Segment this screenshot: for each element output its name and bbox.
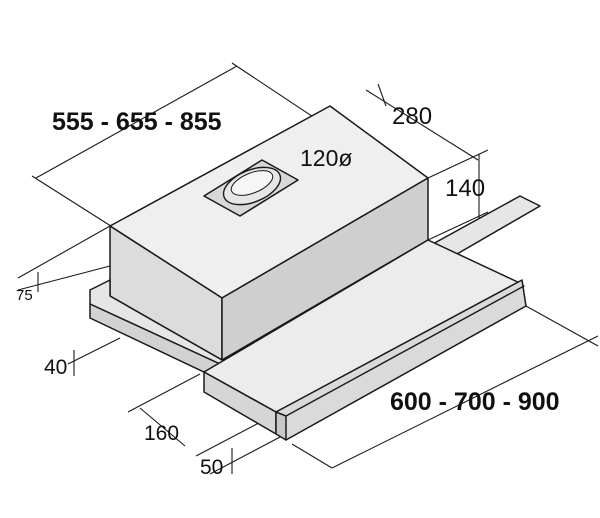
duct-opening bbox=[230, 170, 274, 196]
depth-tick-left bbox=[377, 83, 387, 107]
hood-base bbox=[89, 195, 541, 441]
offset-40-line bbox=[67, 337, 121, 365]
offset-50-label: 50 bbox=[200, 456, 223, 479]
drawer-bar-edge bbox=[285, 285, 525, 417]
offset-75-label: 75 bbox=[16, 287, 33, 304]
width-dimension-line bbox=[35, 65, 238, 179]
offset-40-label: 40 bbox=[44, 356, 67, 379]
hood-body bbox=[109, 105, 429, 361]
dimension-lines bbox=[17, 62, 599, 475]
offset-160-line-b bbox=[139, 407, 186, 447]
height-label: 140 bbox=[445, 175, 485, 202]
offset-75-line-bottom bbox=[17, 265, 111, 291]
height-extension-bottom bbox=[427, 211, 489, 241]
height-extension-top bbox=[427, 149, 489, 179]
drawer-extension-left bbox=[291, 443, 333, 469]
drawer-dimension-line bbox=[331, 335, 599, 469]
offset-75-line-top bbox=[17, 225, 111, 279]
drawer-extension-right bbox=[525, 305, 599, 347]
drawer-width-label: 600 - 700 - 900 bbox=[390, 388, 560, 416]
offset-160-line-a bbox=[127, 373, 201, 413]
width-extension-left bbox=[31, 175, 115, 229]
width-label: 555 - 655 - 855 bbox=[52, 108, 222, 136]
duct-diameter-label: 120ø bbox=[300, 145, 352, 171]
drawer-bar-end bbox=[275, 411, 287, 441]
offset-50-line-bottom bbox=[209, 435, 283, 475]
offset-160-label: 160 bbox=[144, 422, 179, 445]
depth-label: 280 bbox=[392, 103, 432, 130]
